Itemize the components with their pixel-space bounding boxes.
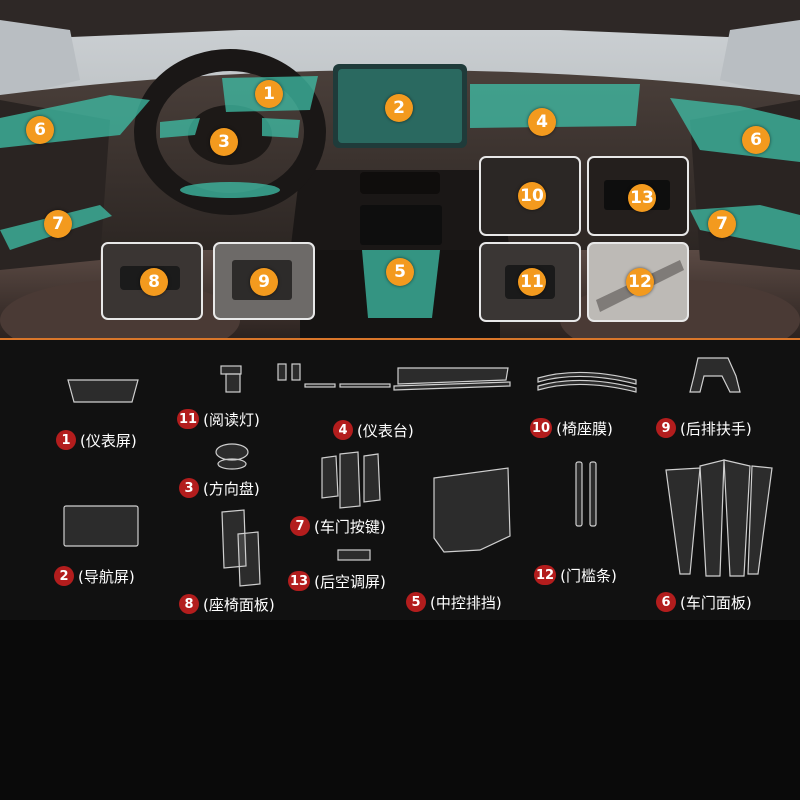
part-number: 6 [656,592,676,612]
part-name: (车门按键) [314,517,386,536]
part-label-seat-panel: 8 (座椅面板) [179,593,275,615]
part-label-navigation-screen: 2 (导航屏) [54,565,135,587]
part-number: 8 [179,594,199,614]
part-number: 12 [534,565,557,585]
part-name: (导航屏) [78,567,135,586]
part-name: (仪表台) [357,421,414,440]
part-number: 13 [288,571,311,591]
callout-badge: 7 [44,210,72,238]
part-label-dashboard: 4 (仪表台) [333,419,414,441]
part-name: (后排扶手) [680,419,752,438]
part-number: 9 [656,418,676,438]
part-name: (中控排挡) [430,593,502,612]
film-dashboard [470,84,640,128]
detail-thumbnails [101,156,689,322]
part-number: 3 [179,478,199,498]
interior-photo: 1 2 3 4 5 6 6 7 7 8 9 10 11 12 13 [0,0,800,338]
film-pieces-illustration [63,357,773,587]
part-number: 11 [177,409,200,429]
callout-badge: 12 [626,268,654,296]
parts-catalog: 1 (仪表屏) 2 (导航屏) 3 (方向盘) 4 (仪表台) 5 (中控排挡)… [0,340,800,620]
callout-badge: 6 [26,116,54,144]
part-label-rear-ac-screen: 13 (后空调屏) [288,570,386,592]
empty-footer [0,620,800,800]
part-number: 1 [56,430,76,450]
part-name: (车门面板) [680,593,752,612]
part-label-reading-lamp: 11 (阅读灯) [177,408,260,430]
callout-badge: 9 [250,268,278,296]
callout-badge: 10 [518,182,546,210]
callout-badge: 13 [628,184,656,212]
callout-badge: 3 [210,128,238,156]
part-label-seat-film: 10 (椅座膜) [530,417,613,439]
callout-badge: 8 [140,268,168,296]
part-name: (阅读灯) [203,410,260,429]
part-label-center-console: 5 (中控排挡) [406,591,502,613]
callout-badge: 1 [255,80,283,108]
callout-badge: 2 [385,94,413,122]
part-number: 2 [54,566,74,586]
callout-badge: 11 [518,268,546,296]
part-name: (座椅面板) [203,595,275,614]
part-label-door-buttons: 7 (车门按键) [290,515,386,537]
callout-badge: 4 [528,108,556,136]
callout-badge: 6 [742,126,770,154]
part-number: 7 [290,516,310,536]
part-number: 10 [530,418,553,438]
part-label-rear-armrest: 9 (后排扶手) [656,417,752,439]
part-label-door-panel: 6 (车门面板) [656,591,752,613]
car-interior-illustration [0,0,800,338]
part-name: (后空调屏) [314,572,386,591]
part-name: (门槛条) [560,566,617,585]
part-label-instrument-screen: 1 (仪表屏) [56,429,137,451]
part-name: (仪表屏) [80,431,137,450]
part-number: 4 [333,420,353,440]
part-name: (方向盘) [203,479,260,498]
callout-badge: 7 [708,210,736,238]
part-label-door-sill: 12 (门槛条) [534,564,617,586]
section-divider [0,338,800,340]
part-name: (椅座膜) [556,419,613,438]
callout-badge: 5 [386,258,414,286]
part-label-steering-wheel: 3 (方向盘) [179,477,260,499]
part-number: 5 [406,592,426,612]
